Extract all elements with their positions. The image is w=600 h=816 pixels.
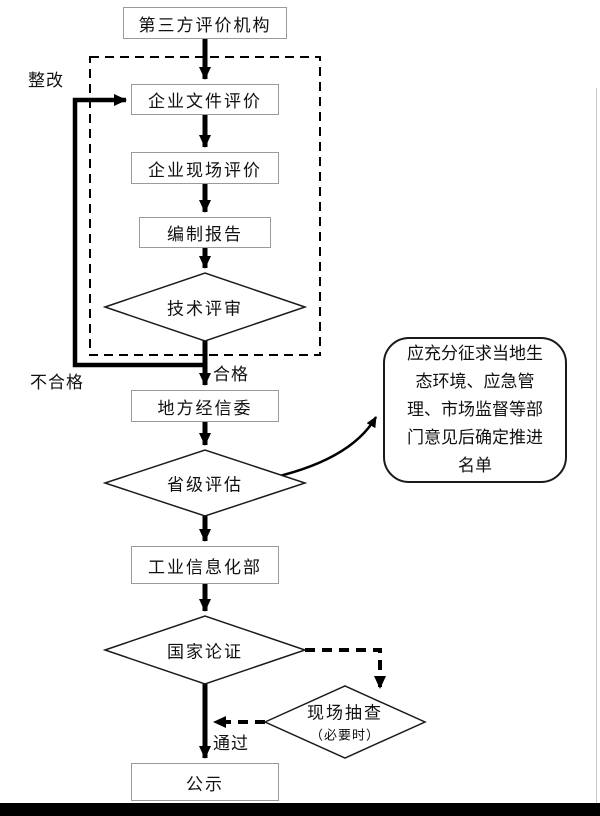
label-rectify: 整改 — [28, 71, 64, 90]
node-local-commission: 地方经信委 — [131, 390, 279, 422]
decision-diamonds — [102, 272, 427, 759]
diamond-tech-review — [102, 272, 308, 342]
node-publicity: 公示 — [131, 763, 279, 801]
label-national-review: 国家论证 — [167, 642, 243, 662]
spot-check-title: 现场抽查 — [307, 703, 383, 723]
callout-note: 应充分征求当地生态环境、应急管理、市场监督等部门意见后确定推进名单 — [383, 337, 567, 483]
diamond-national-review — [102, 615, 308, 685]
label-tech-review: 技术评审 — [167, 299, 243, 319]
right-edge-line — [596, 88, 597, 803]
label-pass: 合格 — [213, 365, 249, 384]
dashed-arrows — [213, 648, 386, 728]
callout-note-text: 应充分征求当地生态环境、应急管理、市场监督等部门意见后确定推进名单 — [407, 344, 543, 475]
node-site-eval: 企业现场评价 — [131, 152, 279, 184]
label-approve: 通过 — [213, 734, 249, 753]
node-ministry: 工业信息化部 — [131, 546, 279, 584]
dashed-group-box — [89, 56, 321, 356]
label-spot-check: 现场抽查 （必要时） — [307, 699, 383, 744]
spot-check-note: （必要时） — [309, 727, 380, 743]
node-third-party: 第三方评价机构 — [123, 7, 287, 39]
bottom-black-bar — [0, 803, 600, 816]
diamond-spot-check — [263, 685, 427, 759]
node-doc-eval: 企业文件评价 — [131, 84, 279, 115]
arrow-national-to-spotcheck — [305, 648, 386, 689]
label-fail: 不合格 — [30, 373, 84, 392]
arrow-fail-rectify-loop — [72, 94, 205, 368]
node-report: 编制报告 — [139, 217, 271, 248]
diamond-provincial-eval — [102, 449, 308, 517]
arrow-provincial-to-callout — [261, 416, 378, 482]
label-provincial-eval: 省级评估 — [167, 475, 243, 495]
